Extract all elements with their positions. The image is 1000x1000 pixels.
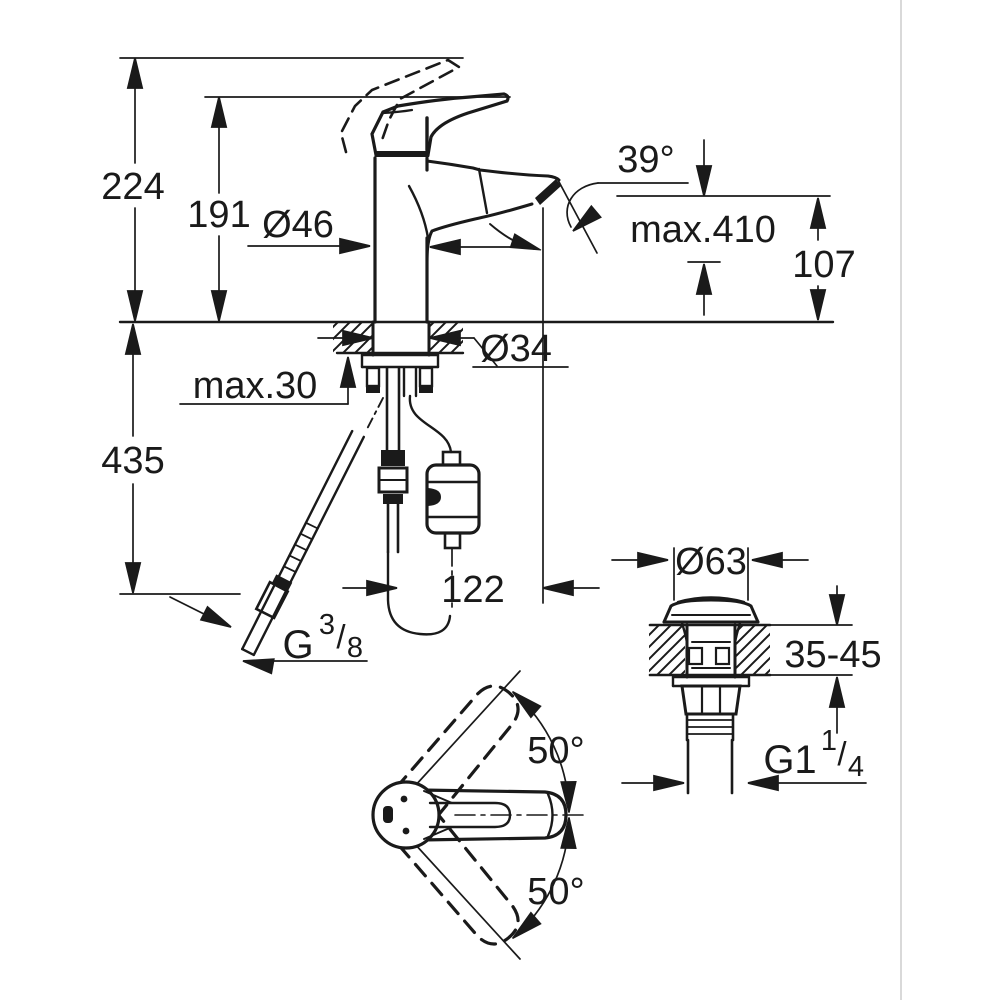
dim-waste-thread (621, 774, 867, 792)
aerator-band (535, 179, 561, 205)
dim-224 (126, 57, 144, 322)
dim-counter-thickness (828, 585, 846, 734)
svg-text:8: 8 (347, 632, 363, 664)
control-box-notch (428, 488, 441, 506)
dim-counter-thickness-label: 35-45 (784, 634, 881, 676)
svg-text:G1: G1 (763, 738, 816, 782)
dim-height-to-lever-label: 191 (187, 194, 250, 236)
dim-spout-reach-label: 122 (441, 569, 504, 611)
dim-max-height (695, 139, 713, 316)
waste-fitting-view (611, 547, 867, 795)
pop-up-waste (662, 596, 760, 795)
spout-angle-reference-line (557, 179, 598, 254)
svg-text:/: / (336, 618, 346, 655)
dim-supply-thread (240, 653, 368, 675)
svg-text:4: 4 (848, 751, 864, 783)
svg-text:/: / (837, 735, 847, 772)
svg-text:3: 3 (319, 609, 335, 641)
handle-cap (371, 780, 441, 850)
dim-max-deck-thickness-label: max.30 (193, 365, 318, 407)
dim-shank-diameter-label: Ø34 (480, 328, 552, 370)
dim-body-diameter (247, 237, 534, 256)
dim-swing-up-label: 50° (527, 730, 584, 772)
dim-swing-down (507, 817, 578, 945)
dim-191 (210, 96, 228, 322)
dim-spout-angle (566, 182, 689, 238)
reference-lines (119, 57, 831, 604)
hose-braid-ticks (277, 521, 319, 584)
lever-handle-raised-dashed (339, 58, 462, 154)
dim-spout-reach (342, 579, 600, 597)
flow-arc-arrow (489, 223, 544, 258)
pull-rod (377, 366, 453, 636)
control-box-assembly (402, 366, 481, 550)
counter-section-hatch (649, 626, 770, 675)
handle-top-view (371, 670, 586, 960)
faucet-body (373, 151, 430, 324)
dim-swing-down-label: 50° (527, 871, 584, 913)
label-backs (103, 168, 883, 674)
dim-107 (809, 197, 827, 321)
hose-nut (254, 580, 290, 620)
dim-swing-up (507, 685, 578, 813)
dim-deck-thickness (179, 356, 357, 405)
dim-height-overall-label: 224 (101, 166, 164, 208)
waste-reference-lines (673, 547, 853, 676)
swing-reference-lines (413, 670, 521, 960)
spout (425, 159, 561, 264)
svg-text:1: 1 (821, 725, 837, 757)
dim-max-fitting-height-label: max.410 (630, 209, 776, 251)
svg-text:G: G (282, 623, 313, 667)
dim-below-deck-length-label: 435 (101, 440, 164, 482)
dim-spout-outlet-height-label: 107 (792, 244, 855, 286)
waste-thread-label: G1 1 / 4 (763, 725, 864, 783)
hose-collar (271, 574, 293, 592)
dim-flange-diameter-label: Ø63 (675, 541, 747, 583)
supply-hose (240, 397, 384, 657)
dim-body-diameter-label: Ø46 (262, 204, 334, 246)
supply-thread-label: G 3 / 8 (282, 609, 363, 667)
dim-spout-angle-label: 39° (617, 139, 674, 181)
side-view (118, 57, 835, 675)
dim-435 (124, 323, 236, 635)
dim-shank-diameter (317, 329, 569, 368)
mounting-shank (360, 320, 440, 393)
dim-flange-diameter (611, 551, 809, 569)
lever-handle-side (370, 92, 510, 157)
